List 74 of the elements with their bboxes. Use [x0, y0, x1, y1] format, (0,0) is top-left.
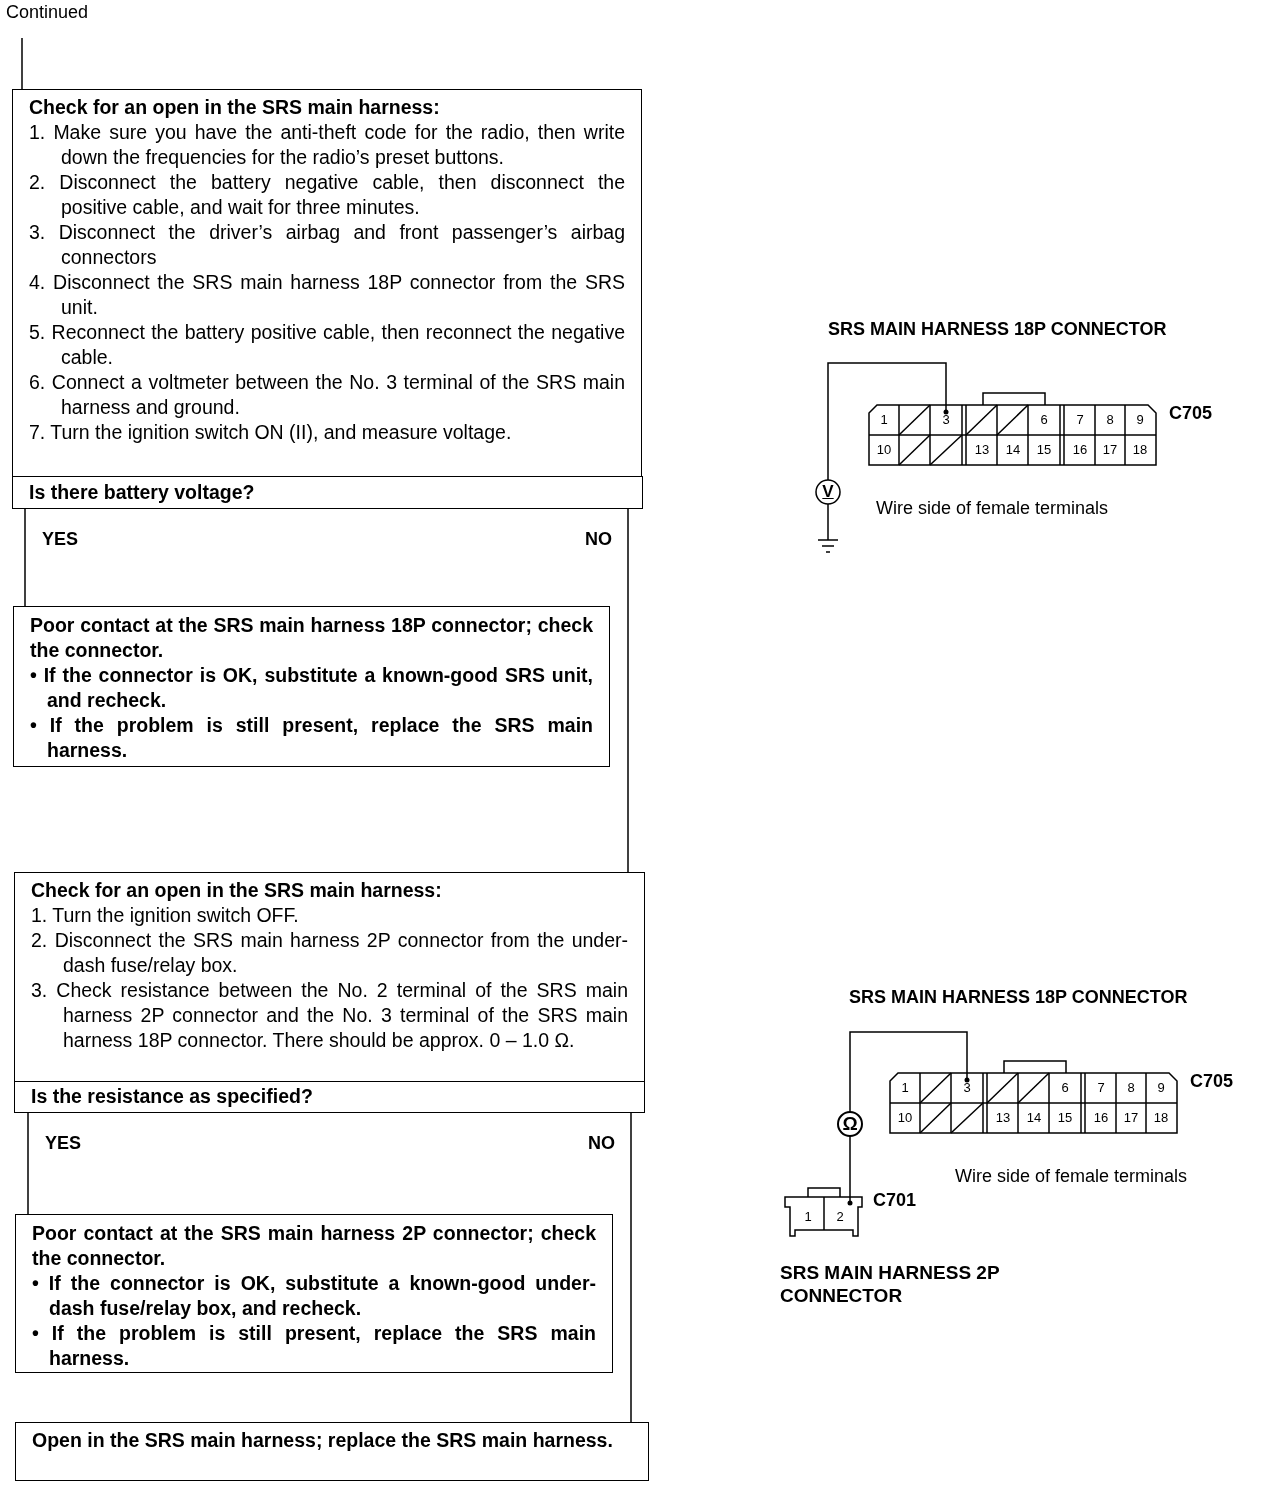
bullet-text: • If the connector is OK, substitute a known-good SRS unit, and recheck. — [30, 663, 593, 713]
box-heading: Check for an open in the SRS main harness: — [29, 95, 441, 120]
result-box — [15, 1422, 649, 1481]
pin-number: 1 — [803, 1208, 813, 1225]
meter-letter: Ω — [841, 1112, 859, 1135]
pin-number: 1 — [879, 411, 889, 428]
bullet-text: • If the connector is OK, substitute a known-good under-dash fuse/relay box, and recheck. — [32, 1271, 596, 1321]
pin-number: 1 — [900, 1079, 910, 1096]
pin-number: 13 — [973, 441, 991, 458]
result-box — [15, 1214, 613, 1373]
pin-number: 16 — [1092, 1109, 1110, 1126]
view-note: Wire side of female terminals — [876, 497, 1109, 519]
pin-number: 15 — [1056, 1109, 1074, 1126]
meter-letter: V — [821, 481, 835, 502]
connector-title: SRS MAIN HARNESS 18P CONNECTOR — [828, 318, 1167, 340]
connector-code: C701 — [873, 1189, 917, 1211]
pin-number: 2 — [835, 1208, 845, 1225]
pin-number: 15 — [1035, 441, 1053, 458]
edge-label: NO — [585, 529, 612, 550]
connector-code: C705 — [1169, 402, 1213, 424]
connector-code: C705 — [1190, 1070, 1234, 1092]
result-text: Poor contact at the SRS main harness 2P connector; check the connector. — [32, 1221, 596, 1271]
step-text: 5. Reconnect the battery positive cable, then reconnect the negative cable. — [29, 320, 625, 370]
step-text: 6. Connect a voltmeter between the No. 3 terminal of the SRS main harness and ground. — [29, 370, 625, 420]
pin-number: 14 — [1025, 1109, 1043, 1126]
pin-number: 14 — [1004, 441, 1022, 458]
step-text: 3. Check resistance between the No. 2 terminal of the SRS main harness 2P connector and the No. 3 terminal of the SRS main harness 18P connector. There should be approx. 0 – 1.0 Ω. — [31, 978, 628, 1053]
pin-number: 18 — [1152, 1109, 1170, 1126]
step-text: 2. Disconnect the battery negative cable, then disconnect the positive cable, and wait for three minutes. — [29, 170, 625, 220]
pin-number: 3 — [941, 411, 951, 428]
connector-line — [627, 508, 629, 873]
pin-number: 10 — [896, 1109, 914, 1126]
connector-line — [24, 508, 26, 607]
pin-number: 18 — [1131, 441, 1149, 458]
pin-number: 8 — [1126, 1079, 1136, 1096]
result-box — [13, 606, 610, 767]
pin-number: 17 — [1101, 441, 1119, 458]
bullet-text: • If the problem is still present, replace the SRS main harness. — [32, 1321, 596, 1371]
result-text: Poor contact at the SRS main harness 18P connector; check the connector. — [30, 613, 593, 663]
result-text: Open in the SRS main harness; replace the SRS main harness. — [32, 1428, 614, 1453]
pin-number: 10 — [875, 441, 893, 458]
edge-label: NO — [588, 1133, 615, 1154]
pin-number: 16 — [1071, 441, 1089, 458]
connector-line — [21, 37, 23, 90]
step-text: 2. Disconnect the SRS main harness 2P connector from the under-dash fuse/relay box. — [31, 928, 628, 978]
pin-number: 9 — [1156, 1079, 1166, 1096]
continuation-text: Continued — [6, 2, 116, 23]
connector-title: SRS MAIN HARNESS 18P CONNECTOR — [849, 986, 1188, 1008]
connector-line — [630, 1112, 632, 1423]
question-band: Is the resistance as specified? — [14, 1081, 645, 1113]
box-heading: Check for an open in the SRS main harness: — [31, 878, 443, 903]
procedure-box — [14, 872, 645, 1082]
view-note: Wire side of female terminals — [955, 1165, 1188, 1187]
pin-number: 7 — [1096, 1079, 1106, 1096]
step-text: 3. Disconnect the driver’s airbag and front passenger’s airbag connectors — [29, 220, 625, 270]
question-band: Is there battery voltage? — [12, 476, 643, 509]
step-text: 4. Disconnect the SRS main harness 18P connector from the SRS unit. — [29, 270, 625, 320]
connector-title: SRS MAIN HARNESS 2P CONNECTOR — [780, 1261, 1001, 1307]
edge-label: YES — [45, 1133, 82, 1154]
step-text: 7. Turn the ignition switch ON (II), and measure voltage. — [29, 420, 513, 445]
pin-number: 3 — [962, 1079, 972, 1096]
pin-number: 17 — [1122, 1109, 1140, 1126]
pin-number: 13 — [994, 1109, 1012, 1126]
step-text: 1. Turn the ignition switch OFF. — [31, 903, 300, 928]
pin-number: 9 — [1135, 411, 1145, 428]
edge-label: YES — [42, 529, 79, 550]
step-text: 1. Make sure you have the anti-theft code for the radio, then write down the frequencies for the radio’s preset buttons. — [29, 120, 625, 170]
bullet-text: • If the problem is still present, replace the SRS main harness. — [30, 713, 593, 763]
pin-number: 8 — [1105, 411, 1115, 428]
pin-number: 6 — [1039, 411, 1049, 428]
pin-number: 6 — [1060, 1079, 1070, 1096]
procedure-box — [12, 89, 642, 477]
connector-line — [27, 1112, 29, 1215]
pin-number: 7 — [1075, 411, 1085, 428]
